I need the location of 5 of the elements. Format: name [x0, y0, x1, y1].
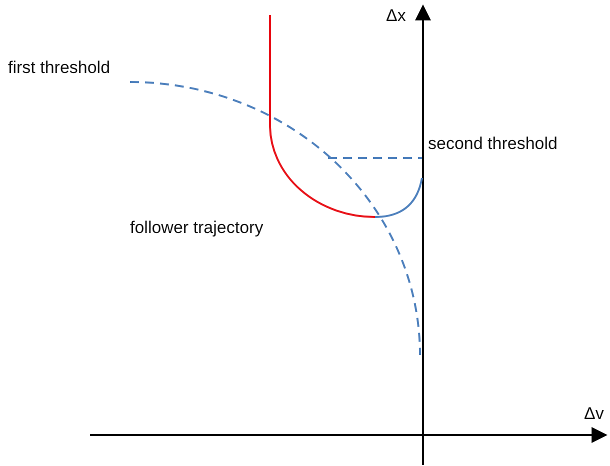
axis-label: Δv [584, 404, 604, 424]
threshold-label: second threshold [428, 134, 558, 154]
trajectory-label: follower trajectory [130, 218, 264, 238]
threshold-label: first threshold [8, 58, 110, 78]
axis-label: Δx [386, 6, 406, 26]
